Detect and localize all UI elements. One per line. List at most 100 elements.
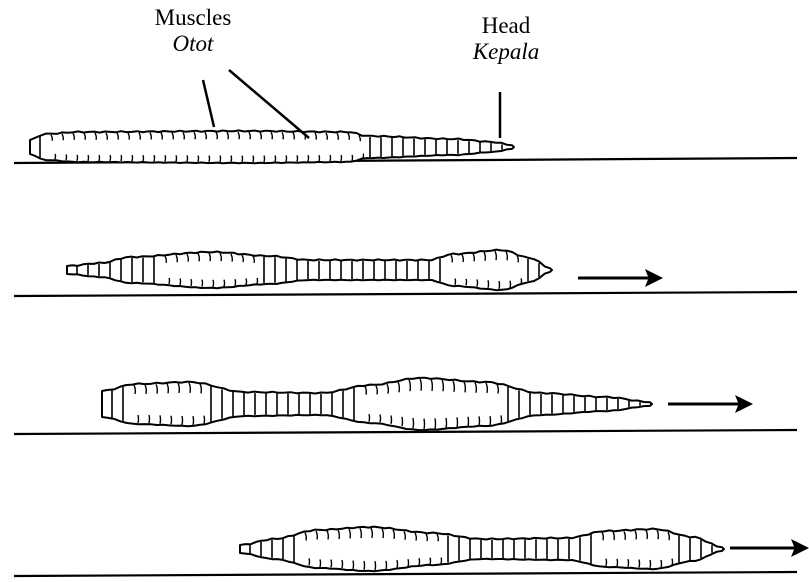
bristle-mark: [386, 561, 387, 570]
ground-line: [14, 430, 797, 434]
bristle-mark: [209, 156, 210, 162]
bristle-mark: [77, 155, 78, 161]
bristle-mark: [320, 559, 321, 567]
bristle-mark: [479, 416, 480, 425]
bristle-mark: [468, 417, 469, 426]
bristle-mark: [419, 558, 420, 565]
bristle-mark: [375, 561, 376, 570]
muscles-pointer-line: [203, 80, 214, 127]
bristle-mark: [413, 418, 414, 428]
bristle-mark: [193, 416, 194, 425]
movement-arrows: [578, 278, 806, 548]
bristle-mark: [246, 278, 247, 284]
bristle-mark: [88, 155, 89, 161]
bristle-mark: [187, 155, 188, 161]
bristle-mark: [441, 558, 442, 564]
bristle-mark: [309, 558, 310, 565]
bristle-mark: [121, 155, 122, 161]
ground-line: [14, 292, 797, 296]
head-label: Head Kepala: [446, 13, 566, 65]
head-label-malay: Kepala: [446, 39, 566, 65]
bristle-mark: [391, 416, 392, 424]
bristle-mark: [319, 155, 320, 161]
label-pointer-lines: [203, 70, 500, 138]
bristle-mark: [430, 558, 431, 565]
worms: [30, 130, 724, 571]
earthworm: [102, 378, 652, 430]
worm-body-outline: [67, 250, 552, 291]
bristle-mark: [220, 156, 221, 162]
bristle-mark: [169, 278, 170, 284]
bristle-mark: [446, 418, 447, 428]
bristle-mark: [617, 559, 618, 566]
earthworm: [30, 130, 514, 163]
muscles-pointer-line: [229, 70, 309, 138]
bristle-mark: [457, 417, 458, 427]
bristle-mark: [224, 280, 225, 287]
bristle-mark: [198, 155, 199, 161]
bristle-mark: [149, 415, 150, 423]
bristle-mark: [342, 560, 343, 568]
bristle-mark: [66, 154, 67, 160]
bristle-mark: [180, 279, 181, 285]
bristle-mark: [202, 280, 203, 287]
bristle-mark: [165, 155, 166, 161]
bristle-mark: [408, 559, 409, 567]
bristle-mark: [191, 279, 192, 286]
bristle-mark: [330, 155, 331, 161]
bristle-mark: [397, 560, 398, 568]
ground-line: [14, 572, 797, 576]
bristle-mark: [138, 415, 139, 423]
bristle-mark: [341, 155, 342, 161]
bristle-mark: [650, 560, 651, 568]
bristle-mark: [364, 561, 365, 570]
bristle-mark: [253, 156, 254, 162]
muscles-label: Muscles Otot: [133, 5, 253, 57]
bristle-mark: [402, 417, 403, 426]
bristle-mark: [99, 155, 100, 161]
bristle-mark: [628, 559, 629, 566]
muscles-label-english: Muscles: [133, 5, 253, 31]
bristle-mark: [639, 560, 640, 568]
bristle-mark: [171, 416, 172, 425]
ground-lines: [14, 158, 797, 576]
bristle-mark: [477, 279, 478, 286]
bristle-mark: [380, 415, 381, 423]
bristle-mark: [176, 155, 177, 161]
bristle-mark: [264, 156, 265, 162]
bristle-mark: [235, 279, 236, 286]
head-label-english: Head: [446, 13, 566, 39]
worm-body-outline: [102, 378, 652, 430]
bristle-mark: [455, 279, 456, 285]
bristle-mark: [369, 414, 370, 422]
bristle-mark: [331, 560, 332, 568]
bristle-mark: [110, 155, 111, 161]
bristle-mark: [160, 415, 161, 423]
bristle-mark: [242, 156, 243, 162]
earthworm: [240, 527, 724, 572]
muscles-label-malay: Otot: [133, 31, 253, 57]
bristle-mark: [257, 278, 258, 284]
bristle-mark: [275, 156, 276, 162]
bristle-mark: [352, 155, 353, 161]
bristle-mark: [466, 279, 467, 286]
bristle-mark: [182, 416, 183, 425]
bristle-mark: [353, 561, 354, 569]
bristle-mark: [55, 154, 56, 159]
bristle-mark: [143, 155, 144, 161]
bristle-mark: [661, 560, 662, 568]
bristle-mark: [297, 155, 298, 161]
bristle-mark: [363, 154, 364, 159]
bristle-mark: [154, 155, 155, 161]
bristle-mark: [606, 559, 607, 566]
bristle-mark: [424, 419, 425, 429]
bristle-mark: [510, 281, 511, 289]
bristle-mark: [499, 281, 500, 289]
worm-body-outline: [240, 527, 724, 572]
bristle-mark: [435, 418, 436, 428]
bristle-mark: [490, 416, 491, 425]
bristle-mark: [286, 155, 287, 161]
bristle-mark: [204, 416, 205, 424]
bristle-mark: [132, 155, 133, 161]
